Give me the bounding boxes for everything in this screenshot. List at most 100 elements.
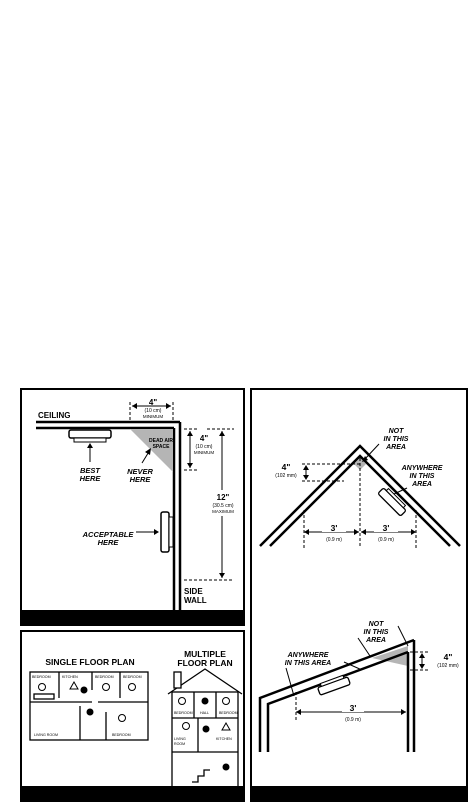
single-bedroom-4-label: BEDROOM	[112, 733, 131, 737]
slope-dim-arrow-left	[296, 709, 301, 715]
ceiling-detector	[68, 429, 112, 439]
slope-anywhere-arrow-left	[285, 667, 295, 697]
dead-air-space	[130, 429, 173, 472]
top-dim-arrow-right	[166, 403, 171, 409]
side-dim-arrow-bottom	[187, 463, 193, 468]
slope-not-label-1: NOT	[369, 621, 385, 628]
single-floor-title: SINGLE FLOOR PLAN	[45, 657, 134, 667]
single-floor-plan	[29, 671, 149, 741]
acceptable-here-label-2: HERE	[98, 538, 120, 547]
single-bedroom-1-label: BEDROOM	[32, 675, 51, 679]
slope-not-label-3: AREA	[365, 637, 386, 644]
house-detector-3	[182, 722, 190, 730]
acceptable-here-label-1: ACCEPTABLE	[82, 530, 135, 539]
best-here-label-2: HERE	[80, 474, 102, 483]
ceiling-placement-diagram: 4" (10 cm) MINIMUM CEILING DEAD AIR SPAC…	[36, 398, 240, 614]
house-detector-stairs	[202, 725, 210, 733]
panel-footer-bar	[22, 786, 243, 800]
slope-not-arrow-right	[397, 625, 409, 647]
house-outline	[171, 691, 239, 800]
peak-anywhere-arrow	[393, 487, 408, 495]
floor-plan-panel: SINGLE FLOOR PLAN MULTIPLE FLOOR PLAN BE…	[20, 630, 245, 802]
peak-dim-arrow-2	[354, 529, 359, 535]
single-detector-2	[102, 683, 110, 691]
peak-not-arrow	[363, 443, 380, 461]
slope-anywhere-label-1: ANYWHERE	[287, 652, 329, 659]
best-here-label-1: BEST	[80, 466, 101, 475]
peak-detector-base	[385, 487, 407, 509]
house-bedroom-2-label: BEDROOM	[219, 711, 238, 715]
side-dim-arrow-top	[187, 431, 193, 436]
never-here-arrowhead	[145, 448, 151, 455]
house-chimney	[173, 671, 182, 689]
slope-detector	[317, 674, 351, 696]
ceiling-label: CEILING	[38, 411, 70, 420]
slope-not-area	[372, 646, 408, 666]
max-dim-value: 12"	[217, 493, 230, 502]
single-counter	[33, 693, 55, 700]
slope-4in-metric: (102 mm)	[437, 663, 459, 669]
peak-4in-metric: (102 mm)	[275, 473, 297, 479]
single-detectors	[38, 680, 136, 722]
house-stairs	[192, 769, 210, 783]
multiple-floor-title-1: MULTIPLE	[184, 649, 226, 659]
wall-detector-base	[168, 516, 174, 548]
dead-air-label-2: SPACE	[153, 444, 171, 450]
peak-dim-arrow-3	[361, 529, 366, 535]
single-detector-4	[118, 714, 126, 722]
house-heat-detector	[221, 721, 231, 731]
best-here-arrowhead	[87, 443, 93, 448]
panel-footer-bar	[22, 610, 243, 624]
side-dim-note: MINIMUM	[194, 450, 214, 455]
single-hall-detectors	[80, 686, 94, 716]
slope-4in-arrow-bottom	[419, 664, 425, 669]
multiple-floor-title-2: FLOOR PLAN	[177, 658, 232, 668]
acceptable-here-arrowhead	[154, 529, 159, 535]
single-outline	[29, 671, 149, 741]
ceiling-slope-panel: 3' (0.9 m) 3' (0.9 m) 4" (102 mm) NOT IN…	[250, 388, 468, 802]
peak-not-label-1: NOT	[389, 428, 405, 435]
single-kitchen-label: KITCHEN	[62, 675, 78, 679]
peak-dim-left-metric: (0.9 m)	[326, 537, 342, 543]
peak-dim-left-bg	[322, 524, 346, 532]
peak-dim-arrow-4	[411, 529, 416, 535]
dead-air-label-1: DEAD AIR	[149, 438, 173, 444]
single-detector-1	[38, 683, 46, 691]
never-here-label-1: NEVER	[127, 467, 153, 476]
sloped-ceiling-diagram: 3' (0.9 m) 4" (102 mm) NOT IN THIS AREA …	[258, 621, 459, 752]
house-bedroom-1-label: BEDROOM	[174, 711, 193, 715]
max-dim-label-bg	[206, 490, 240, 516]
max-dim-arrow-top	[219, 431, 225, 436]
max-dim-note: MAXIMUM	[212, 509, 234, 514]
top-dim-arrow-left	[132, 403, 137, 409]
ceiling-slope-diagram: 3' (0.9 m) 3' (0.9 m) 4" (102 mm) NOT IN…	[258, 428, 461, 752]
slope-anywhere-label-2: IN THIS AREA	[285, 660, 331, 667]
single-living-room-label: LIVING ROOM	[34, 733, 58, 737]
peak-dim-arrow-1	[304, 529, 309, 535]
peak-detector	[378, 487, 407, 516]
peak-anywhere-label-3: AREA	[411, 481, 432, 488]
peak-not-label-2: IN THIS	[384, 436, 409, 443]
slope-4in-arrow-top	[419, 653, 425, 658]
side-dim-metric: (10 cm)	[196, 444, 213, 450]
slope-anywhere-arrow-right	[343, 661, 363, 671]
single-heat-detector	[69, 680, 79, 690]
ceiling-detector-base	[73, 437, 107, 443]
multiple-floor-house	[167, 668, 243, 800]
slope-not-arrow-left	[357, 637, 371, 657]
single-room-labels: BEDROOM KITCHEN BEDROOM BEDROOM LIVING R…	[32, 675, 142, 737]
single-detector-3	[128, 683, 136, 691]
house-living-label: LIVING	[174, 737, 186, 741]
slope-dim-arrow-right	[401, 709, 406, 715]
slope-dim-bg	[342, 704, 364, 712]
peak-dim-right-value: 3'	[383, 523, 390, 533]
house-detector-1	[178, 697, 186, 705]
side-wall-label-1: SIDE	[184, 587, 203, 596]
house-kitchen-label: KITCHEN	[216, 737, 232, 741]
peaked-roof-inner	[269, 454, 451, 547]
slope-roof-outer	[258, 638, 415, 752]
peaked-roof-outer	[259, 444, 461, 547]
top-dim-value: 4"	[149, 398, 157, 407]
peak-not-label-3: AREA	[385, 444, 406, 451]
peak-not-arrowhead	[362, 456, 368, 462]
